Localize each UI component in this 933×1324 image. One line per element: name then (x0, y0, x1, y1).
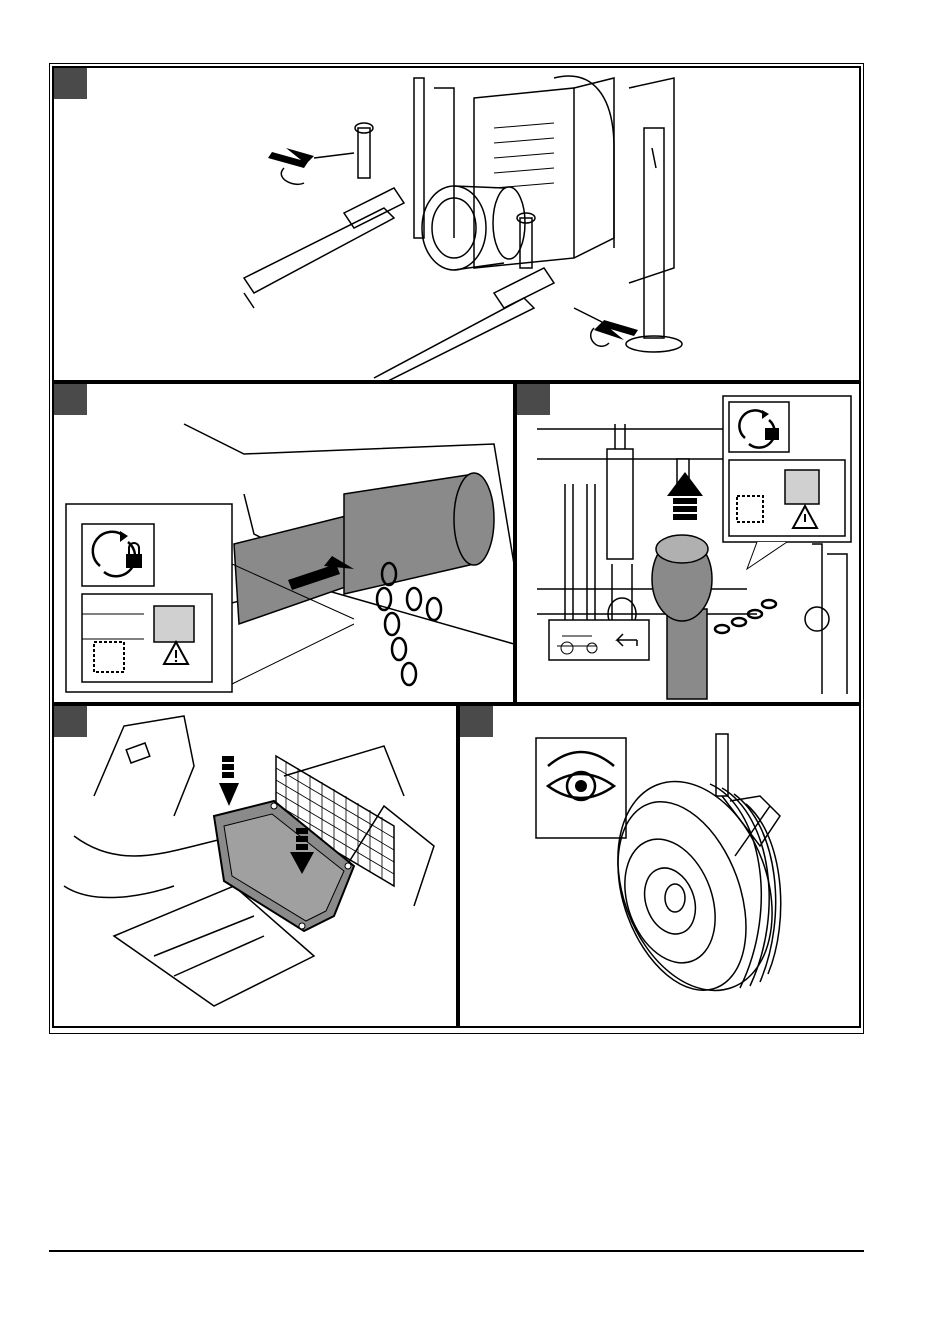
pto-coupling-illustration (54, 68, 861, 382)
figure-frame (49, 63, 864, 1034)
panel-5 (458, 704, 861, 1028)
panel-4 (52, 704, 458, 1028)
pto-shaft-chain-illustration (54, 384, 515, 704)
footer-rule (49, 1250, 864, 1252)
cover-plate-illustration (54, 706, 458, 1028)
wheel-inspection-illustration (460, 706, 861, 1028)
panel-2 (52, 382, 515, 704)
tractor-pto-connect-illustration (517, 384, 861, 704)
panel-3 (515, 382, 861, 704)
panel-1 (52, 66, 861, 382)
